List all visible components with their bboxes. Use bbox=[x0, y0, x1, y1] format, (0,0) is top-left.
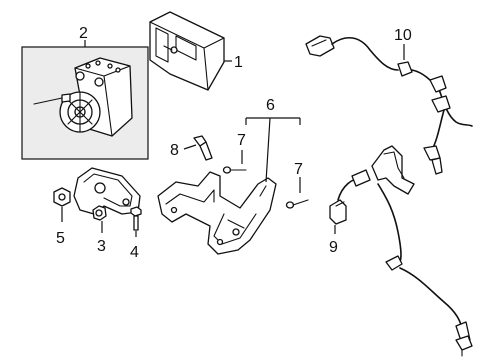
callout-2: 2 bbox=[79, 25, 88, 42]
modulator-detail-box bbox=[21, 46, 149, 160]
callout-7b: 7 bbox=[294, 161, 303, 178]
bracket-bolt bbox=[193, 135, 213, 161]
callout-6-leader-mid bbox=[265, 117, 271, 183]
module-bracket bbox=[157, 171, 277, 255]
mounting-bracket bbox=[73, 167, 141, 221]
rear-speed-sensor-harness bbox=[329, 145, 473, 357]
small-bolt-right bbox=[285, 199, 309, 209]
front-speed-sensor-harness bbox=[305, 35, 473, 175]
callout-7a: 7 bbox=[237, 132, 246, 149]
callout-3: 3 bbox=[97, 238, 106, 255]
callout-8-leader bbox=[183, 144, 197, 150]
callout-5: 5 bbox=[56, 230, 65, 247]
abs-control-module bbox=[149, 11, 225, 91]
small-bolt-left bbox=[222, 166, 247, 174]
callout-10: 10 bbox=[394, 27, 412, 44]
callout-4: 4 bbox=[130, 244, 139, 261]
callout-9: 9 bbox=[329, 239, 338, 256]
nut bbox=[53, 187, 71, 207]
callout-1: 1 bbox=[234, 54, 243, 71]
callout-6: 6 bbox=[266, 97, 275, 114]
callout-8: 8 bbox=[170, 142, 179, 159]
bolt bbox=[130, 206, 142, 231]
